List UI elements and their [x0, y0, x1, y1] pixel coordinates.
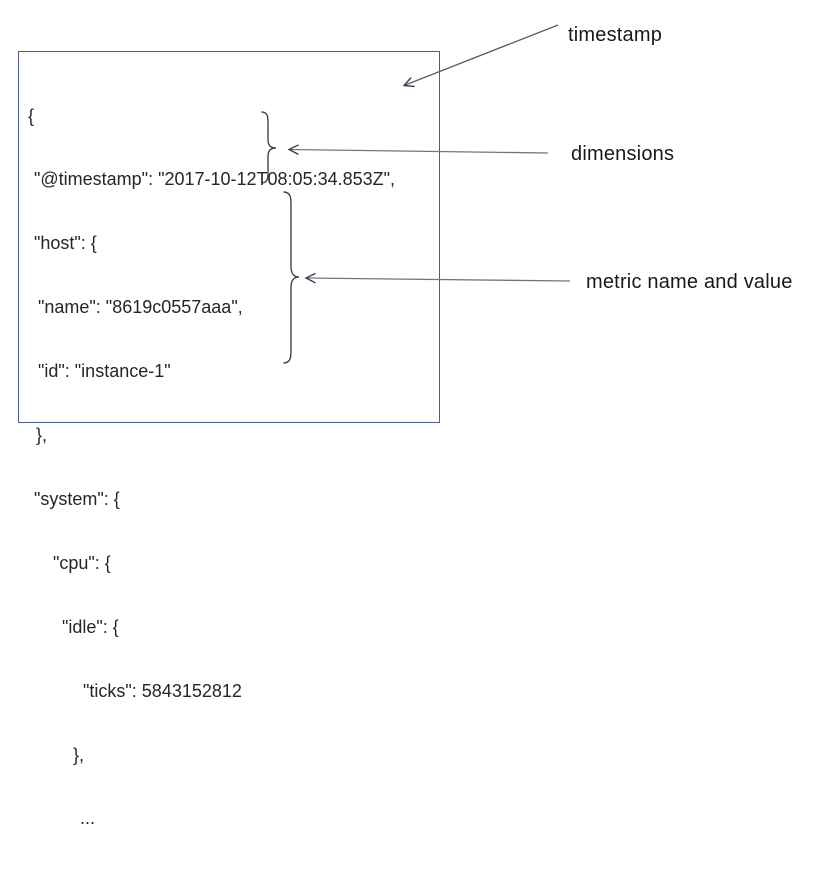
json-line-ticks: "ticks": 5843152812 [83, 680, 242, 701]
json-document-panel: { "@timestamp": "2017-10-12T08:05:34.853… [18, 51, 440, 874]
json-line-system: "system": { [34, 488, 120, 509]
annotation-label-metric: metric name and value [586, 271, 793, 293]
json-line-idle-close: }, [73, 744, 85, 765]
json-line-timestamp: "@timestamp": "2017-10-12T08:05:34.853Z"… [34, 169, 396, 190]
annotation-label-dimensions: dimensions [571, 143, 675, 165]
json-line-host-id: "id": "instance-1" [38, 361, 171, 382]
annotation-label-timestamp: timestamp [568, 24, 663, 46]
json-line-ellipsis: ... [80, 808, 96, 829]
json-line-open-brace: { [28, 105, 35, 126]
json-line-host-name: "name": "8619c0557aaa", [38, 297, 243, 318]
json-line-host-close: }, [36, 425, 48, 446]
json-line-cpu-close: } [19, 872, 439, 874]
json-line-cpu: "cpu": { [53, 552, 111, 573]
json-line-idle: "idle": { [62, 616, 119, 637]
json-code-block: { "@timestamp": "2017-10-12T08:05:34.853… [19, 52, 439, 874]
diagram-canvas: { "@timestamp": "2017-10-12T08:05:34.853… [18, 24, 793, 874]
json-line-host: "host": { [34, 233, 97, 254]
